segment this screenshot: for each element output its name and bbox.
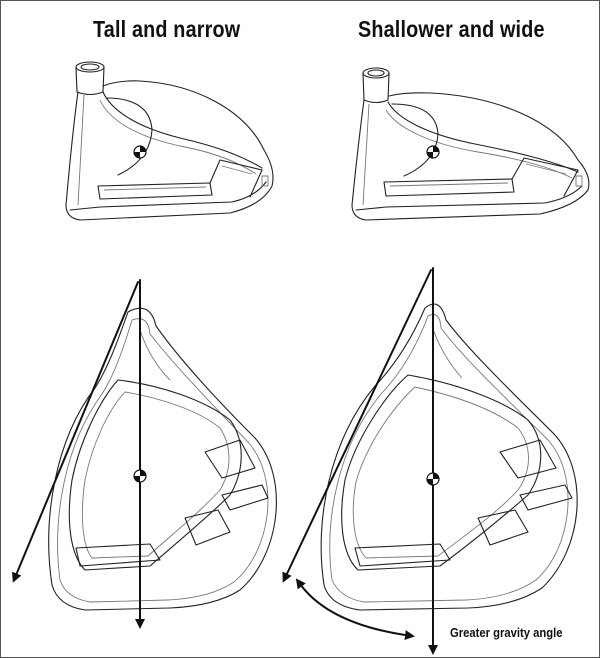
center-of-gravity-icon [426, 472, 440, 486]
head-outline [65, 80, 274, 221]
gravity-angle-label: Greater gravity angle [450, 626, 563, 640]
head-outline [48, 307, 277, 611]
hosel [362, 67, 390, 104]
center-of-gravity-icon [426, 145, 440, 159]
center-of-gravity-icon [133, 145, 147, 159]
shallow-wide-title: Shallower and wide [358, 16, 545, 42]
center-of-gravity-icon [133, 469, 147, 483]
head-outline [351, 92, 590, 221]
tall-narrow-side-view [65, 61, 274, 221]
tall-narrow-sole-view [12, 279, 277, 629]
tall-narrow-title: Tall and narrow [93, 16, 241, 42]
head-outline [320, 303, 578, 611]
shallow-wide-side-view [351, 67, 590, 221]
hosel [75, 61, 105, 96]
shallow-wide-sole-view [282, 267, 578, 655]
gravity-angle-arc [295, 578, 415, 641]
